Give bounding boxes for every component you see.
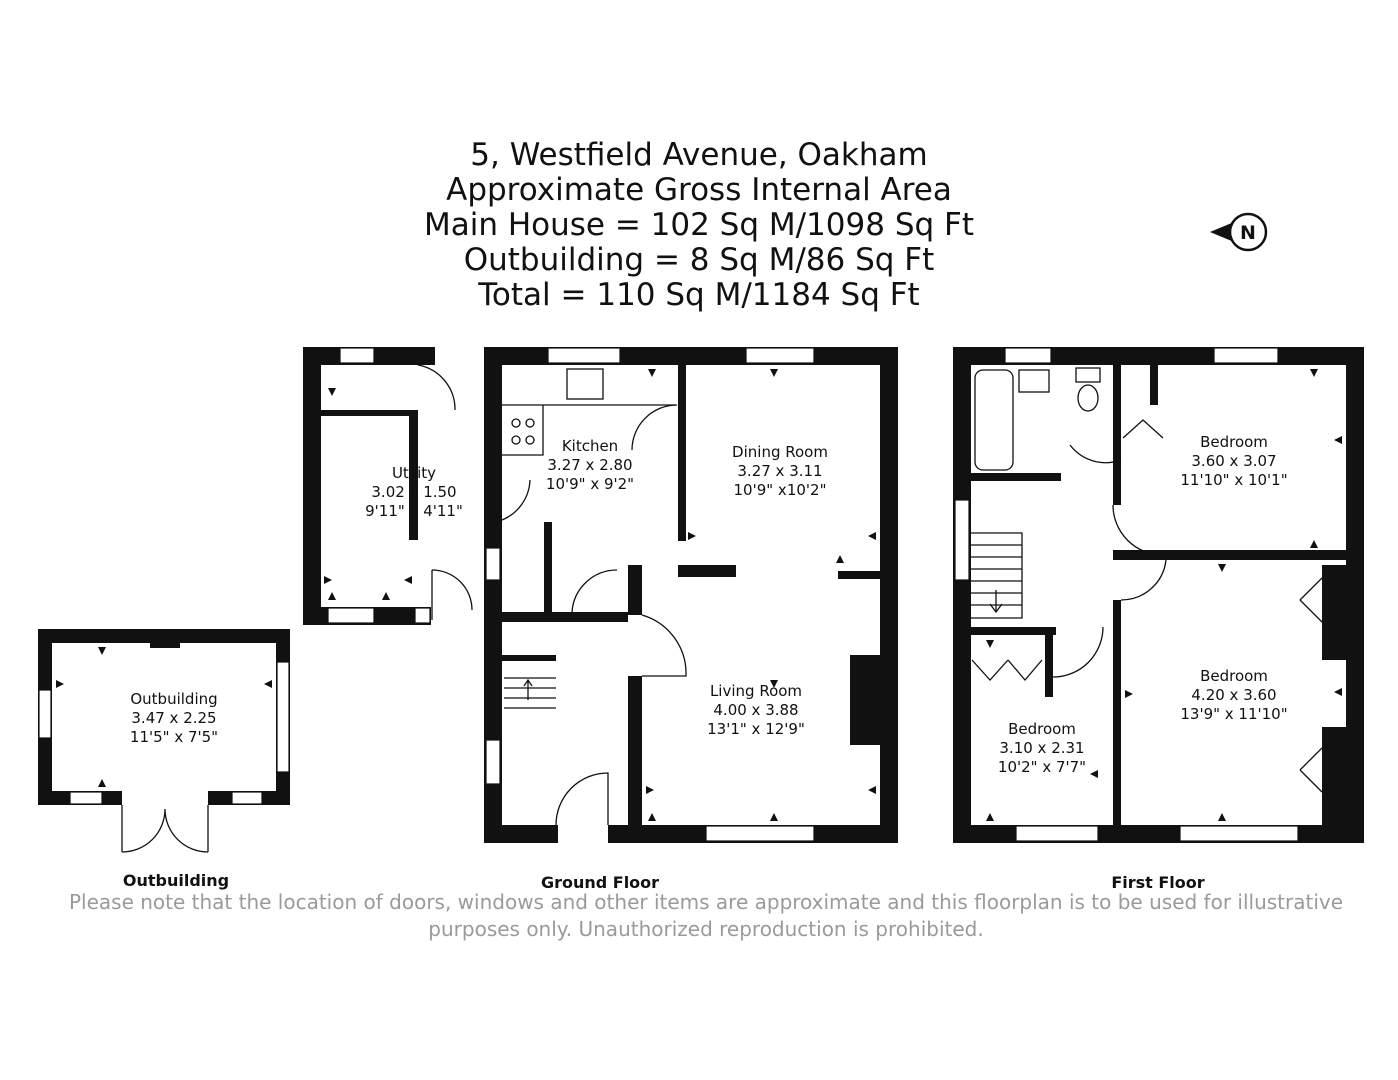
disclaimer-line-1: Please note that the location of doors, …: [69, 890, 1343, 914]
total-area: Total = 110 Sq M/1184 Sq Ft: [478, 277, 920, 313]
living-imperial: 13'1" x 12'9": [707, 720, 805, 738]
bed3-imperial: 10'2" x 7'7": [998, 758, 1086, 776]
disclaimer-line-2: purposes only. Unauthorized reproduction…: [428, 917, 983, 941]
kitchen-name: Kitchen: [562, 437, 618, 455]
living-name: Living Room: [710, 682, 802, 700]
area-heading: Approximate Gross Internal Area: [446, 172, 952, 208]
main-house-area: Main House = 102 Sq M/1098 Sq Ft: [423, 207, 975, 243]
room-utility-label: Utility 3.02 x 1.50 9'11" x 4'11": [365, 464, 463, 520]
bed1-metric: 3.60 x 3.07: [1191, 452, 1276, 470]
floor-label-outbuilding: Outbuilding: [123, 871, 229, 890]
kitchen-metric: 3.27 x 2.80: [547, 456, 632, 474]
outbuilding-imperial: 11'5" x 7'5": [130, 728, 218, 746]
dining-metric: 3.27 x 3.11: [737, 462, 822, 480]
room-bedroom-1-label: Bedroom 3.60 x 3.07 11'10" x 10'1": [1180, 433, 1287, 489]
dining-imperial: 10'9" x10'2": [734, 481, 827, 499]
outbuilding-name: Outbuilding: [130, 690, 217, 708]
bed1-imperial: 11'10" x 10'1": [1180, 471, 1287, 489]
bed2-imperial: 13'9" x 11'10": [1180, 705, 1287, 723]
room-bedroom-2-label: Bedroom 4.20 x 3.60 13'9" x 11'10": [1180, 667, 1287, 723]
plan-header: 5, Westfield Avenue, Oakham Approximate …: [0, 138, 1398, 313]
first-floor-plan: [953, 347, 1364, 843]
kitchen-imperial: 10'9" x 9'2": [546, 475, 634, 493]
outbuilding-plan: [38, 629, 290, 853]
room-outbuilding-label: Outbuilding 3.47 x 2.25 11'5" x 7'5": [130, 690, 218, 746]
bed2-metric: 4.20 x 3.60: [1191, 686, 1276, 704]
room-living-label: Living Room 4.00 x 3.88 13'1" x 12'9": [707, 682, 805, 738]
outbuilding-area: Outbuilding = 8 Sq M/86 Sq Ft: [463, 242, 935, 278]
living-metric: 4.00 x 3.88: [713, 701, 798, 719]
bed2-name: Bedroom: [1200, 667, 1268, 685]
utility-name: Utility: [392, 464, 436, 482]
bed3-metric: 3.10 x 2.31: [999, 739, 1084, 757]
floor-label-ground: Ground Floor: [541, 873, 659, 892]
utility-metric: 3.02 x 1.50: [371, 483, 456, 501]
ground-floor-plan: [303, 347, 898, 843]
bed1-name: Bedroom: [1200, 433, 1268, 451]
floor-label-first: First Floor: [1111, 873, 1204, 892]
utility-imperial: 9'11" x 4'11": [365, 502, 463, 520]
room-kitchen-label: Kitchen 3.27 x 2.80 10'9" x 9'2": [546, 437, 634, 493]
compass-icon: N: [1210, 212, 1268, 252]
dining-name: Dining Room: [732, 443, 828, 461]
room-dining-label: Dining Room 3.27 x 3.11 10'9" x10'2": [732, 443, 828, 499]
address-title: 5, Westfield Avenue, Oakham: [470, 137, 928, 173]
compass-letter: N: [1240, 222, 1256, 244]
bed3-name: Bedroom: [1008, 720, 1076, 738]
room-bedroom-3-label: Bedroom 3.10 x 2.31 10'2" x 7'7": [998, 720, 1086, 776]
measure-markers: [56, 369, 1342, 821]
outbuilding-metric: 3.47 x 2.25: [131, 709, 216, 727]
